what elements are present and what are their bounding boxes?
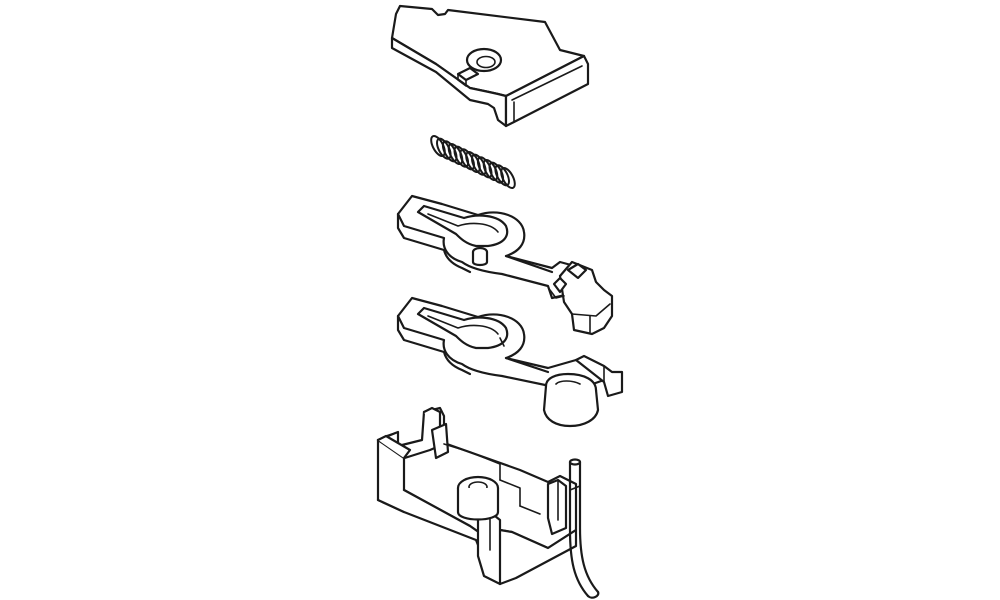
- trip-pin-wire: [568, 458, 600, 599]
- knuckle-upper: [396, 194, 614, 336]
- knuckle-lower: [396, 296, 624, 428]
- spring-coil-turn: [500, 167, 516, 189]
- coupler-box: [376, 406, 578, 586]
- coil-spring: [430, 135, 516, 189]
- cover-plate: [390, 4, 590, 128]
